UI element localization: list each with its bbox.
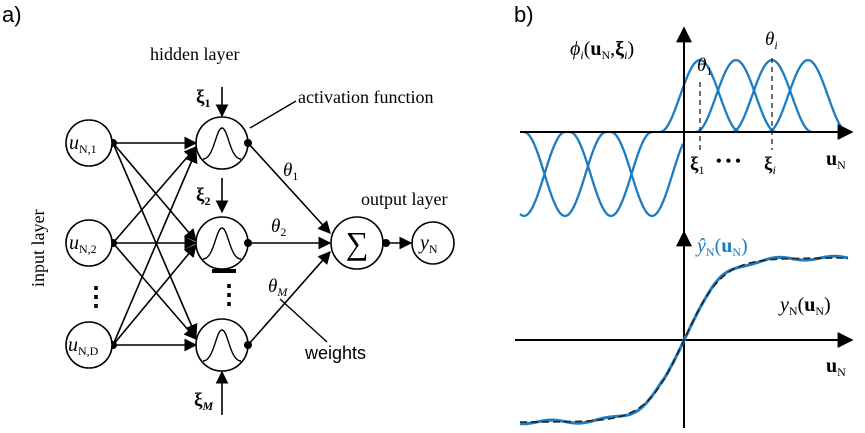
upper-axis-label: uN [826,148,846,172]
panel-b-label: b) [514,2,534,27]
svg-text:uN,D: uN,D [68,334,99,358]
sum-output-dot [382,239,390,247]
panel-b: b) ϕi(uN,ξi) θ1 θi ξ1 • • • ξi uN ŷN(uN)… [514,2,854,428]
y-label: yN(uN) [778,294,831,318]
weight-label-m: θM [268,276,288,299]
hidden-node-1 [195,116,249,170]
weight-line-m [247,251,331,346]
panel-a: a) hidden layer activation function outp… [2,2,455,415]
weight-label-1: θ1 [283,160,298,183]
hidden-ellipsis: ⋮ [216,280,242,309]
svg-text:uN,2: uN,2 [69,232,97,256]
input-node-2: uN,2 [65,219,113,267]
xi-1-label: ξ1 [690,154,704,177]
hidden-output-dot-2 [244,239,252,247]
svg-text:yN: yN [418,232,438,256]
svg-text:∑: ∑ [346,225,369,261]
hidden-layer-label: hidden layer [150,44,239,64]
weight-label-2: θ2 [271,216,286,239]
weights-pointer [279,298,328,343]
upper-dashed-guides [699,58,773,150]
activation-function-label: activation function [298,87,433,107]
upper-basis-curves [519,58,849,218]
input-ellipsis: ⋮ [83,282,109,311]
upper-axes [520,26,854,232]
lower-axis-label: uN [826,355,846,379]
target-curve [520,257,848,423]
input-layer-label: input layer [28,210,48,287]
activation-pointer [249,100,297,129]
center-label-2: ξ2 [196,185,210,208]
panel-a-label: a) [2,2,22,27]
xi-i-label: ξi [764,154,776,177]
hidden-output-dot-m [244,341,252,349]
hidden-node-2 [195,216,249,270]
weights-label: weights [304,343,366,363]
hidden-node-m [195,318,249,372]
hidden-output-dot-1 [244,139,252,147]
center-label-1: ξ1 [196,87,210,110]
ellipsis-label: • • • [716,153,741,170]
output-node: yN [411,221,455,265]
phi-label: ϕi(uN,ξi) [570,38,634,62]
theta-1-label: θ1 [697,55,712,78]
theta-i-label: θi [765,29,778,52]
input-connections [112,136,198,352]
input-node-1: uN,1 [65,119,113,167]
weight-line-1 [247,142,331,234]
yhat-label: ŷN(uN) [695,235,748,259]
input-node-d: uN,D [65,321,113,369]
svg-text:uN,1: uN,1 [69,132,97,156]
output-layer-label: output layer [361,189,447,209]
sum-node: ∑ [330,216,384,270]
center-label-m: ξM [194,390,213,413]
